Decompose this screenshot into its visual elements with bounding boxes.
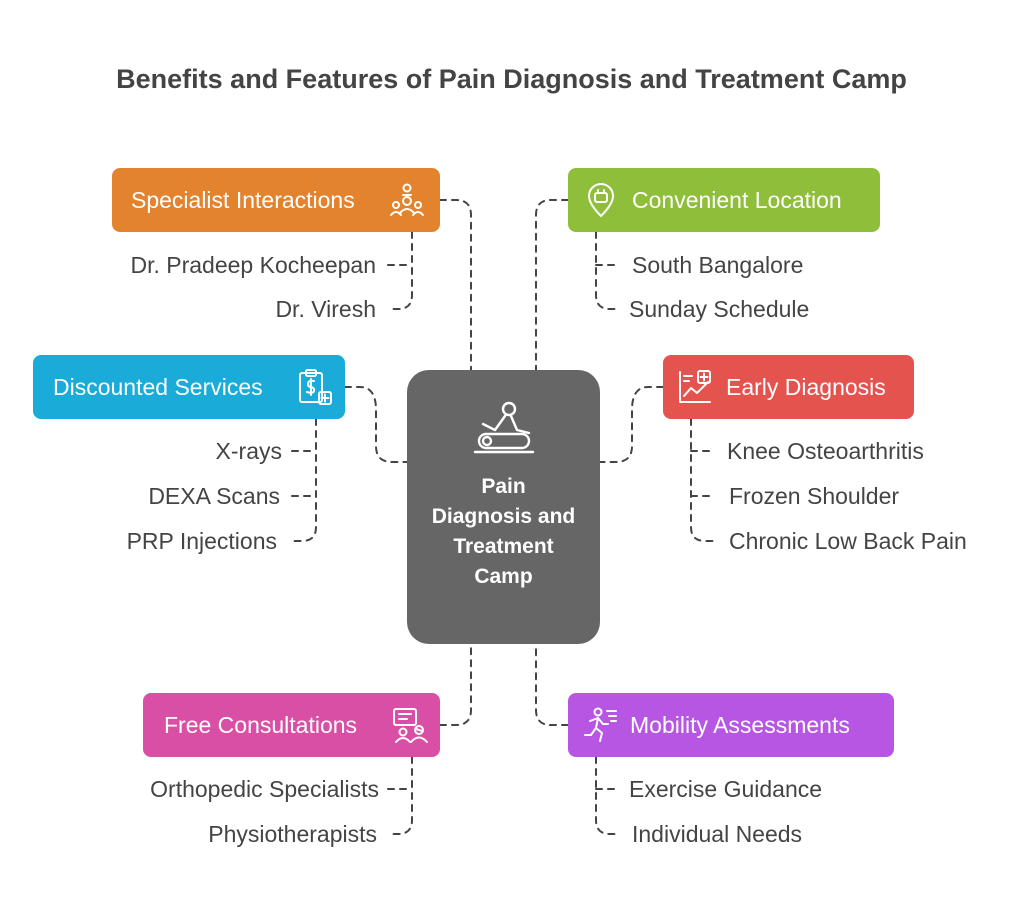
- item-chronic-low-back-pain: Chronic Low Back Pain: [729, 528, 967, 554]
- item-x-rays: X-rays: [215, 438, 282, 464]
- item-orthopedic-specialists: Orthopedic Specialists: [150, 776, 379, 802]
- category-convenient-location: Convenient Location: [568, 168, 880, 232]
- center-node: Pain Diagnosis and Treatment Camp: [407, 370, 600, 644]
- running-person-icon: [581, 706, 619, 744]
- diagram-title: Benefits and Features of Pain Diagnosis …: [116, 64, 907, 94]
- item-dexa-scans: DEXA Scans: [148, 483, 280, 509]
- item-prp-injections: PRP Injections: [126, 528, 277, 554]
- item-frozen-shoulder: Frozen Shoulder: [729, 483, 900, 509]
- item-dr-pradeep: Dr. Pradeep Kocheepan: [130, 252, 376, 278]
- item-individual-needs: Individual Needs: [632, 821, 803, 847]
- item-south-bangalore: South Bangalore: [632, 252, 804, 278]
- item-exercise-guidance: Exercise Guidance: [629, 776, 823, 802]
- category-mobility-assessments: Mobility Assessments: [568, 693, 894, 757]
- category-discounted-services: Discounted Services: [33, 355, 345, 419]
- massage-treatment-icon: [471, 400, 537, 460]
- item-dr-viresh: Dr. Viresh: [275, 296, 376, 322]
- item-physiotherapists: Physiotherapists: [208, 821, 377, 847]
- category-early-diagnosis: Early Diagnosis: [663, 355, 914, 419]
- item-knee-osteoarthritis: Knee Osteoarthritis: [727, 438, 924, 464]
- category-specialist-interactions: Specialist Interactions: [112, 168, 440, 232]
- category-free-consultations: Free Consultations: [143, 693, 440, 757]
- specialists-group-icon: [388, 181, 426, 219]
- category-label: Free Consultations: [164, 711, 358, 738]
- center-label: Pain Diagnosis and Treatment Camp: [431, 475, 576, 588]
- chart-medical-icon: [676, 368, 714, 406]
- item-sunday-schedule: Sunday Schedule: [629, 296, 810, 322]
- consultation-icon: [391, 706, 429, 744]
- category-label: Mobility Assessments: [630, 711, 850, 738]
- location-pin-icon: [582, 181, 620, 219]
- category-label: Convenient Location: [632, 186, 842, 213]
- category-label: Discounted Services: [53, 373, 263, 400]
- category-label: Specialist Interactions: [131, 186, 355, 213]
- category-label: Early Diagnosis: [726, 373, 886, 400]
- clipboard-dollar-icon: [295, 368, 333, 406]
